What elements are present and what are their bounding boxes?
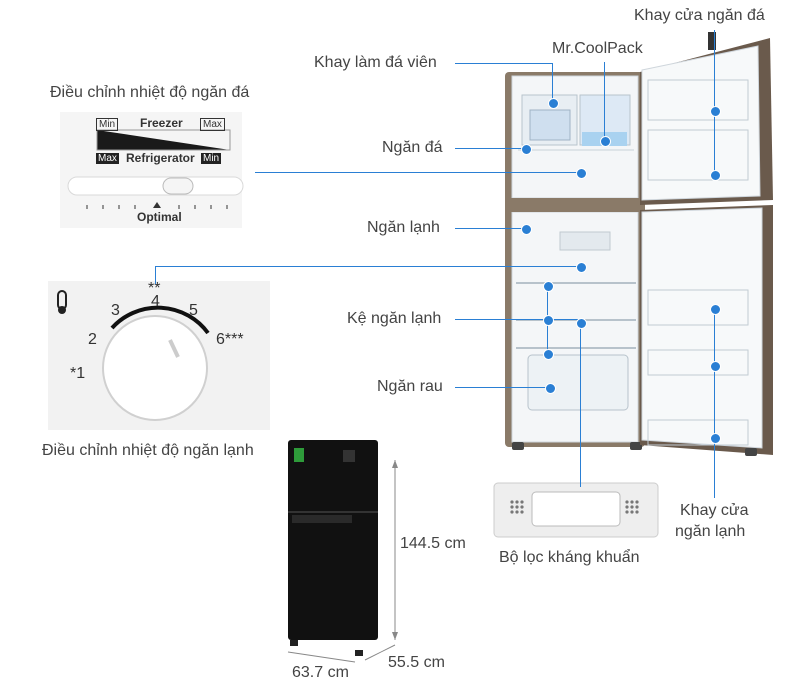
label-freezer-door-tray: Khay cửa ngăn đá — [634, 7, 765, 24]
dot-filter — [576, 318, 587, 329]
dial-4: 4 — [151, 293, 160, 310]
dot-shelf-2 — [543, 315, 554, 326]
leader-freezer — [455, 148, 525, 149]
dial-1: *1 — [70, 365, 86, 382]
label-vegetable-drawer: Ngăn rau — [377, 378, 443, 395]
fridge-max-label: Max — [96, 153, 119, 164]
leader-filter — [580, 322, 581, 487]
optimal-label: Optimal — [137, 210, 182, 224]
leader-freezer-control — [255, 172, 580, 173]
dot-veg — [545, 383, 556, 394]
dot-fridge — [521, 224, 532, 235]
leader-fridge-tray — [714, 308, 715, 498]
label-coolpack: Mr.CoolPack — [552, 40, 643, 57]
leader-fridge — [455, 228, 525, 229]
freezer-max-label: Max — [200, 118, 225, 131]
leader-freezer-tray — [714, 30, 715, 175]
fridge-min-label: Min — [201, 153, 222, 164]
dot-freezer-tray-2 — [710, 170, 721, 181]
label-height: 144.5 cm — [400, 535, 466, 552]
dot-freezer-control — [576, 168, 587, 179]
label-filter: Bộ lọc kháng khuẩn — [499, 549, 640, 566]
dot-fridge-tray-1 — [710, 304, 721, 315]
dot-freezer — [521, 144, 532, 155]
dot-ice-tray — [548, 98, 559, 109]
dial-6: 6*** — [216, 331, 244, 348]
label-depth: 55.5 cm — [388, 654, 445, 671]
label-fridge-door-tray-2: ngăn lạnh — [675, 523, 746, 540]
dot-shelf-3 — [543, 349, 554, 360]
label-fridge: Ngăn lạnh — [367, 219, 440, 236]
dot-fridge-tray-2 — [710, 361, 721, 372]
leader-ice-tray — [455, 63, 553, 64]
label-freezer-control: Điều chỉnh nhiệt độ ngăn đá — [50, 84, 250, 101]
leader-veg — [455, 387, 550, 388]
dot-freezer-tray-1 — [710, 106, 721, 117]
label-width: 63.7 cm — [292, 664, 349, 681]
dot-coolpack — [600, 136, 611, 147]
leader-shelf — [455, 319, 580, 320]
leader-fridge-control — [155, 266, 580, 267]
freezer-title: Freezer — [140, 116, 183, 130]
dot-fridge-tray-3 — [710, 433, 721, 444]
leader-ice-tray-v — [552, 63, 553, 103]
dial-3: 3 — [111, 302, 120, 319]
leader-coolpack — [604, 62, 605, 140]
label-ice-tray: Khay làm đá viên — [314, 54, 437, 71]
freezer-min-label: Min — [96, 118, 119, 131]
leader-fridge-control-v — [155, 266, 156, 284]
label-fridge-control: Điều chỉnh nhiệt độ ngăn lạnh — [42, 442, 254, 459]
label-fridge-door-tray-1: Khay cửa — [680, 502, 749, 519]
dial-stars: ** — [148, 280, 161, 297]
dot-shelf-1 — [543, 281, 554, 292]
refrigerator-title: Refrigerator — [126, 151, 195, 165]
dial-2: 2 — [88, 331, 97, 348]
dot-fridge-control — [576, 262, 587, 273]
label-freezer: Ngăn đá — [382, 139, 443, 156]
label-shelf: Kệ ngăn lạnh — [347, 310, 442, 327]
dial-5: 5 — [189, 302, 198, 319]
